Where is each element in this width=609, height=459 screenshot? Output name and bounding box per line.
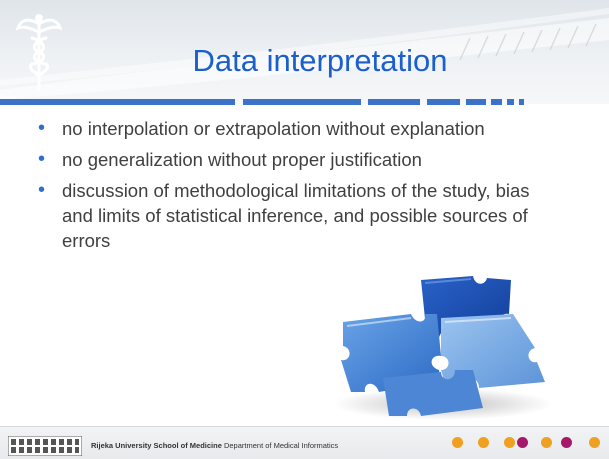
bullet-list: • no interpolation or extrapolation with…: [38, 116, 558, 259]
header-rule-segment: [427, 99, 460, 105]
bullet-text: no interpolation or extrapolation withou…: [62, 118, 485, 139]
footer-dot: [541, 437, 552, 448]
building-logo: [8, 436, 82, 456]
bullet-item: • discussion of methodological limitatio…: [38, 178, 558, 253]
header-band: Data interpretation: [0, 0, 609, 104]
footer-caption: Rijeka University School of Medicine Dep…: [91, 441, 338, 450]
header-rule-segment: [519, 99, 524, 105]
footer-dots-decoration: [452, 437, 602, 449]
bullet-text: no generalization without proper justifi…: [62, 149, 422, 170]
caduceus-icon: [16, 14, 62, 90]
bullet-dot: •: [38, 117, 46, 139]
bullet-item: • no generalization without proper justi…: [38, 147, 558, 172]
footer-dot: [478, 437, 489, 448]
footer-department: Department of Medical Informatics: [223, 441, 339, 450]
header-rule-segment: [507, 99, 514, 105]
footer-dot: [517, 437, 528, 448]
footer-dot: [589, 437, 600, 448]
header-swoosh-decoration: [0, 8, 609, 100]
footer-dot: [561, 437, 572, 448]
bullet-item: • no interpolation or extrapolation with…: [38, 116, 558, 141]
bullet-dot: •: [38, 148, 46, 170]
bullet-dot: •: [38, 179, 46, 201]
header-rule-segment: [466, 99, 486, 105]
header-rule-segment: [368, 99, 420, 105]
footer-dot: [504, 437, 515, 448]
footer-dot: [452, 437, 463, 448]
header-rule-segment: [491, 99, 502, 105]
header-rule-segment: [243, 99, 361, 105]
footer-school: Rijeka University School of Medicine: [91, 441, 222, 450]
puzzle-image: [333, 276, 553, 420]
slide-title: Data interpretation: [192, 43, 448, 78]
header-rule-segment: [0, 99, 235, 105]
bullet-text: discussion of methodological limitations…: [62, 180, 530, 251]
